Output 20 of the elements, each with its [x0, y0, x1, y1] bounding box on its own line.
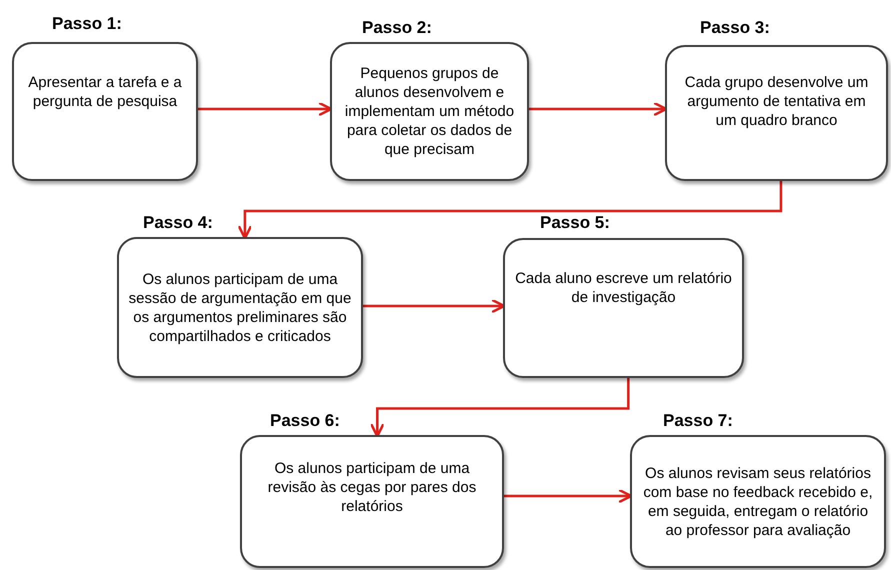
- step-box: Cada aluno escreve um relatório de investigação: [503, 238, 744, 378]
- step-heading: Passo 1:: [52, 14, 122, 34]
- step-box: Os alunos participam de uma revisão às cegas por pares dos relatórios: [240, 435, 504, 568]
- step-box: Os alunos revisam seus relatórios com base no feedback recebido e, em seguida, entregam o relatório ao professor para avaliação: [630, 435, 886, 568]
- arrow: [198, 102, 332, 116]
- arrow: [504, 488, 632, 504]
- step-heading: Passo 4:: [143, 213, 213, 233]
- step-heading: Passo 2:: [362, 18, 432, 38]
- step-heading: Passo 3:: [700, 18, 770, 38]
- step-box: Cada grupo desenvolve um argumento de tentativa em um quadro branco: [665, 45, 888, 181]
- step-box: Apresentar a tarefa e a pergunta de pesquisa: [12, 42, 198, 181]
- arrow: [370, 378, 630, 438]
- arrow: [363, 298, 506, 314]
- arrow: [237, 181, 782, 240]
- arrow: [529, 102, 668, 116]
- step-heading: Passo 7:: [663, 411, 733, 431]
- step-heading: Passo 5:: [540, 213, 610, 233]
- step-box: Pequenos grupos de alunos desenvolvem e implementam um método para coletar os dados de que precisam: [330, 42, 529, 181]
- step-box: Os alunos participam de uma sessão de argumentação em que os argumentos preliminares são compartilhados e criticados: [117, 237, 363, 378]
- step-heading: Passo 6:: [270, 411, 340, 431]
